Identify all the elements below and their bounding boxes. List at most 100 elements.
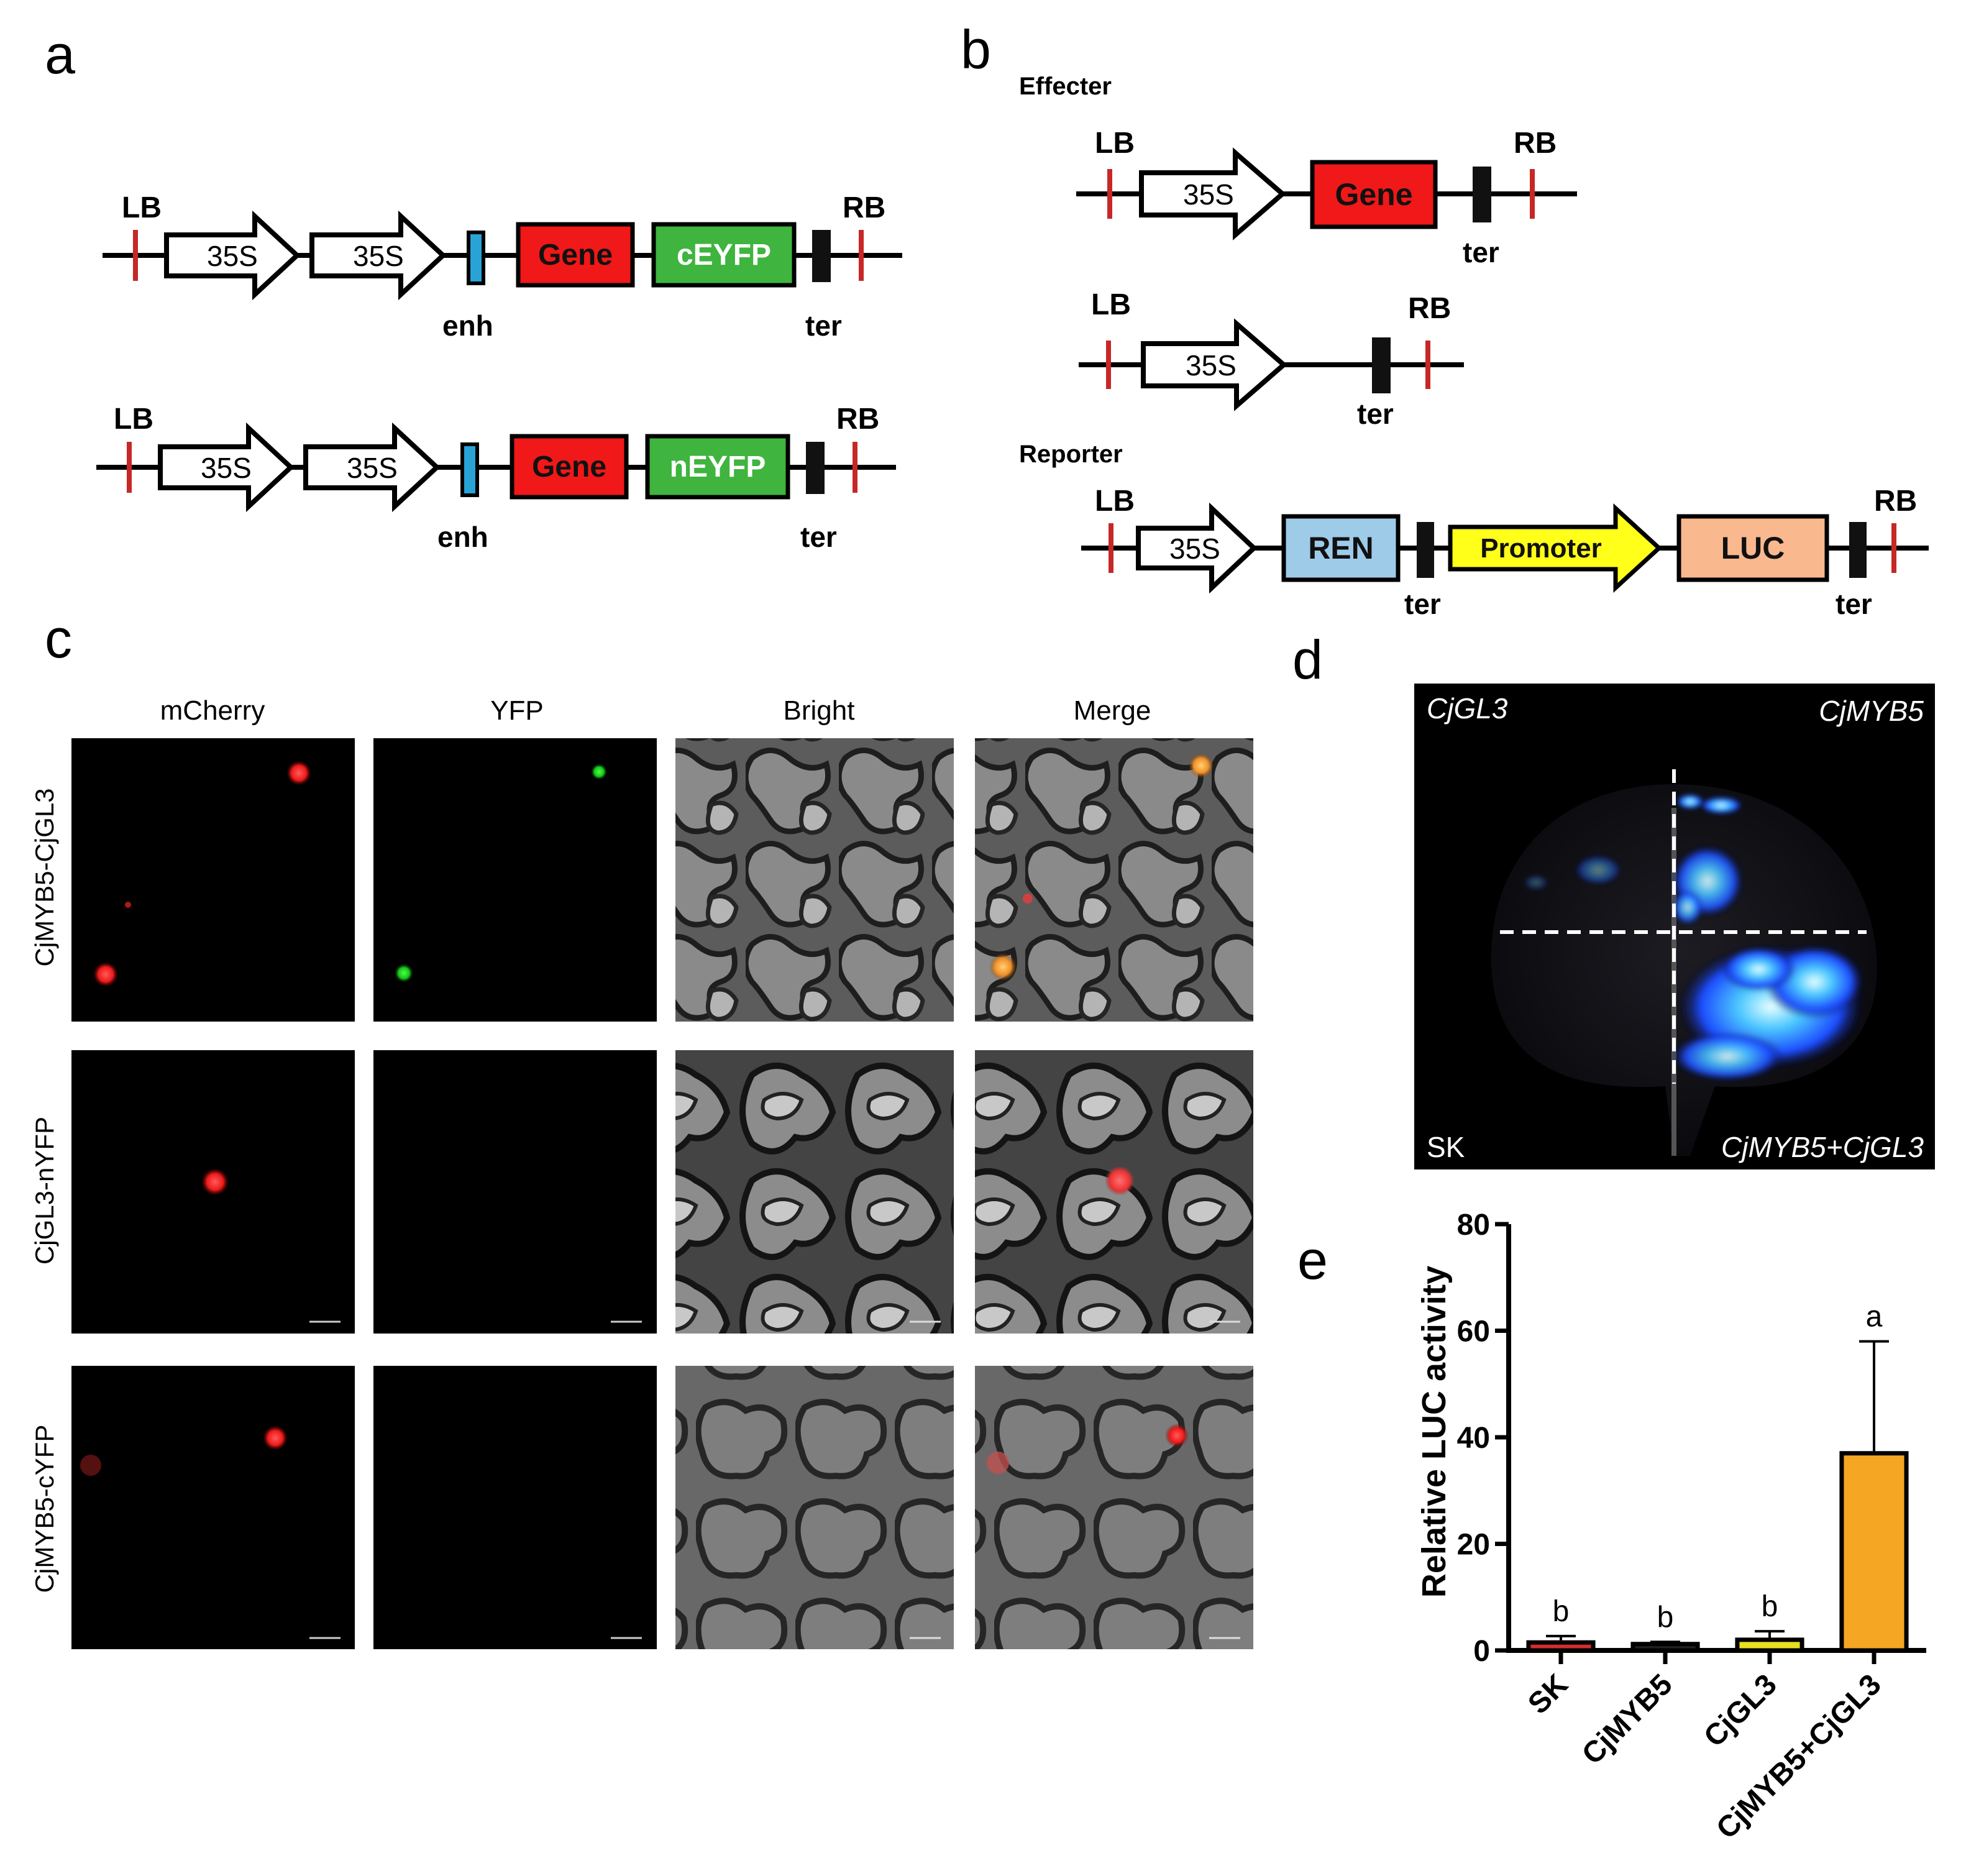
lb-label: LB [114,403,153,436]
promoter-35s-label: 35S [1183,178,1234,211]
promoter-35s-arrow-2 [303,422,441,513]
gene-label: Gene [538,239,613,272]
micrograph-mcherry [71,738,355,1022]
gene-box [516,222,635,288]
enhancer-block [467,231,485,285]
x-tick-label: CjMYB5 [1576,1668,1679,1771]
significance-letter: a [1866,1301,1883,1334]
micrograph-row-1 [71,738,1253,1022]
terminator-label-1: ter [1404,588,1441,620]
micrograph-yfp [373,738,657,1022]
rb-label: RB [843,191,885,224]
gene-label: Gene [1335,177,1412,212]
x-tick-label: CjGL3 [1698,1668,1783,1753]
terminator-block [806,442,825,494]
terminator-label-2: ter [1836,588,1872,620]
column-header-merge: Merge [1074,695,1151,726]
terminator-label: ter [800,521,837,553]
column-header-bright: Bright [784,695,855,726]
promoter-35s-label-1: 35S [207,240,258,272]
reporter-construct: LB 35S REN ter Promoter LUC ter RB [1081,485,1929,620]
enhancer-block [460,442,479,497]
rb-label: RB [1874,485,1917,518]
y-tick-label: 20 [1457,1529,1490,1562]
fluorescent-speck [1023,894,1033,904]
panel-label-b: b [961,19,991,80]
fluorescent-nucleus-faint [80,1455,101,1476]
bar [1735,1637,1804,1653]
y-tick-label: 80 [1457,1209,1490,1242]
luciferase-signal-cjgl3 [1524,855,1622,890]
micrograph-bright [675,738,954,1022]
effecter-construct-gene: LB 35S Gene ter RB [1076,127,1577,268]
effecter-construct-empty: LB 35S ter RB [1079,288,1464,430]
promoter-35s-label-2: 35S [353,240,404,272]
fluorescent-nucleus [93,962,118,987]
promoter-35s-arrow [1136,502,1258,594]
target-promoter-arrow [1448,503,1663,593]
x-tick-label: SK [1522,1668,1575,1721]
luc-box [1676,514,1829,582]
panel-label-e: e [1297,1229,1328,1291]
target-promoter-label: Promoter [1480,533,1602,564]
construct-cEYFP: LB 35S 35S enh Gene cEYFP ter RB [103,191,902,342]
ren-box [1281,514,1401,582]
micrograph-yfp [373,1366,657,1649]
column-header-mcherry: mCherry [160,695,265,726]
terminator-block-1 [1417,522,1434,578]
luciferase-signal-combination [1671,945,1864,1081]
terminator-label: ter [1463,236,1499,268]
row-label-cjgl3-nyfp: CjGL3-nYFP [30,1117,59,1265]
bifc-column-headers: mCherry YFP Bright Merge [160,695,1151,726]
micrograph-bright [675,1366,954,1649]
luc-label: LUC [1721,531,1785,565]
quadrant-label-cjmyb5-cjgl3: CjMYB5+CjGL3 [1721,1131,1924,1163]
micrograph-yfp [373,1050,657,1334]
terminator-block-2 [1849,522,1867,578]
micrograph-mcherry [71,1366,355,1649]
promoter-35s-arrow-2 [309,210,447,301]
y-tick-label: 40 [1457,1422,1490,1455]
column-header-yfp: YFP [490,695,544,726]
row-label-cjmyb5-cyfp: CjMYB5-cYFP [30,1425,59,1593]
bifc-row-labels: CjMYB5-CjGL3 CjGL3-nYFP CjMYB5-cYFP [30,788,59,1593]
gene-label: Gene [532,451,606,483]
lb-label: LB [1091,288,1131,321]
fluorescent-nucleus [286,761,311,785]
enhancer-label: enh [442,309,493,342]
micrograph-row-2 [71,1050,1253,1334]
promoter-35s-arrow [1141,318,1288,411]
effecter-heading: Effecter [1019,73,1112,100]
promoter-35s-label: 35S [1169,533,1220,565]
promoter-35s-label-1: 35S [201,452,252,484]
gene-box [1310,160,1438,229]
lb-label: LB [1095,127,1135,160]
reporter-heading: Reporter [1019,441,1123,468]
bar [1526,1640,1596,1653]
bar [1630,1642,1700,1653]
panel-label-a: a [45,24,75,85]
neyfp-box [645,434,790,500]
fluorescent-speck [125,902,131,908]
significance-letter: b [1762,1590,1778,1623]
rb-label: RB [1408,292,1451,325]
quadrant-label-sk: SK [1427,1131,1465,1163]
y-tick-label: 60 [1457,1315,1490,1348]
terminator-block [1372,337,1391,393]
quadrant-label-cjgl3: CjGL3 [1427,692,1508,725]
fluorescent-nucleus [263,1425,288,1450]
fluorescent-nucleus [591,764,607,780]
promoter-35s-label: 35S [1186,349,1237,382]
promoter-35s-label-2: 35S [347,452,398,484]
construct-nEYFP: LB 35S 35S enh Gene nEYFP ter RB [96,403,896,553]
row-label-cjmyb5-cjgl3: CjMYB5-CjGL3 [30,788,59,966]
lb-label: LB [1095,485,1135,518]
terminator-label: ter [1357,398,1394,430]
gene-box [510,434,629,500]
terminator-block [812,230,831,282]
significance-letter: b [1657,1601,1674,1634]
